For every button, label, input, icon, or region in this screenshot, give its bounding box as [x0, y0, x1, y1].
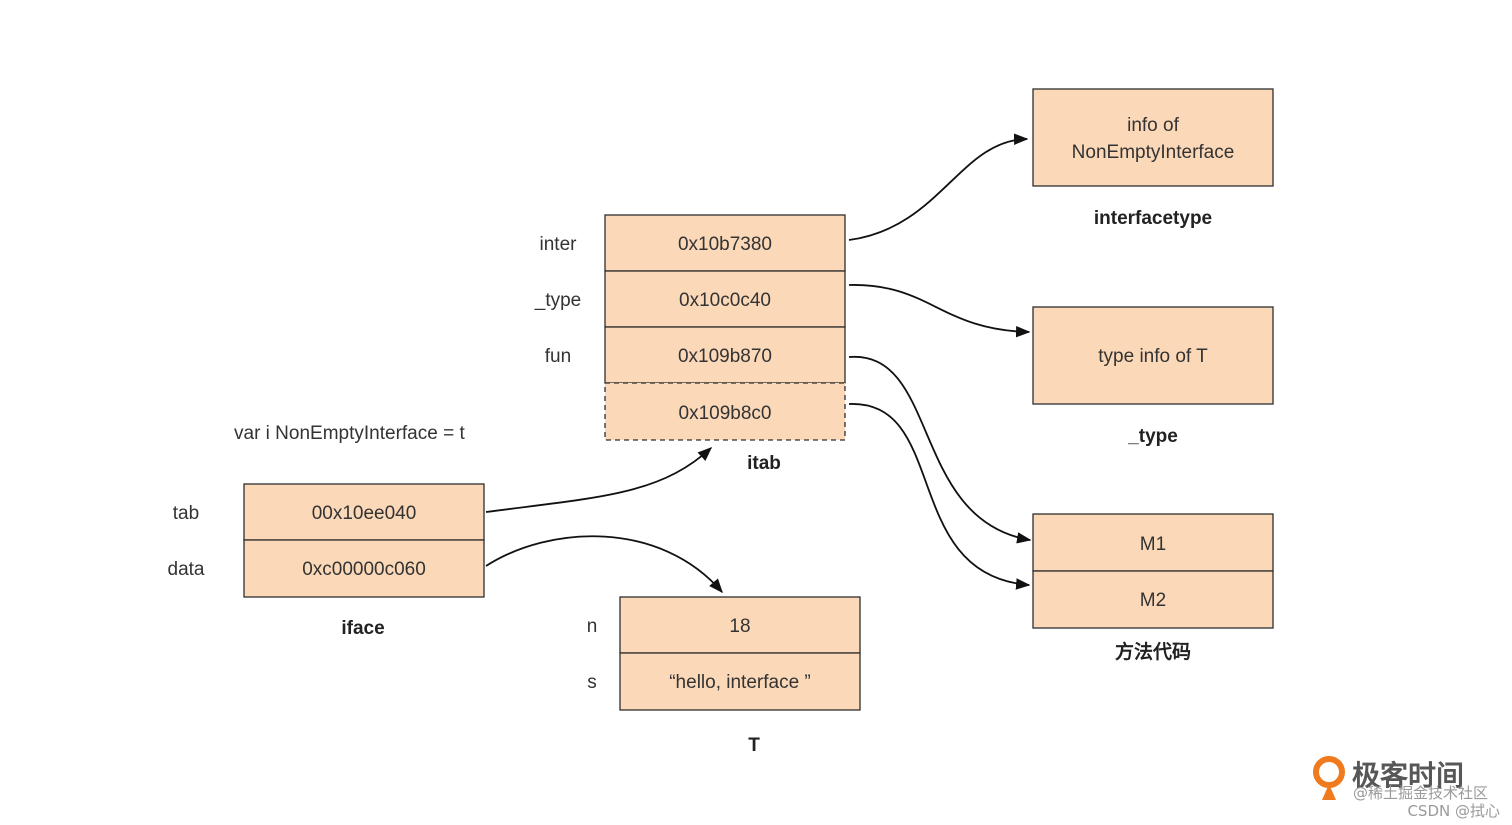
type-info-text: type info of T	[1098, 346, 1208, 367]
t-label-n: n	[587, 616, 598, 637]
interfacetype-caption: interfacetype	[1094, 208, 1212, 229]
itab-cell-type	[604, 270, 846, 328]
t-label-s: s	[587, 672, 597, 693]
iface-value-tab: 00x10ee040	[312, 503, 417, 524]
iface-label-data: data	[168, 559, 205, 580]
itab-value-type: 0x10c0c40	[679, 290, 771, 311]
type-info-box	[1032, 306, 1274, 405]
itab-label-type: _type	[534, 290, 581, 311]
t-value-n: 18	[729, 616, 750, 637]
watermark: 极客时间 @稀土掘金技术社区 CSDN @拭心	[1313, 756, 1500, 820]
iface-struct: 00x10ee040 0xc00000c060 tab data iface	[168, 483, 485, 639]
method-cell-m1	[1032, 513, 1274, 572]
methods-struct: M1 M2 方法代码	[1032, 513, 1274, 663]
itab-label-inter: inter	[540, 234, 578, 255]
iface-value-data: 0xc00000c060	[302, 559, 426, 580]
watermark-csdn: CSDN @拭心	[1407, 802, 1500, 820]
t-cell-n	[619, 596, 861, 654]
itab-label-fun: fun	[545, 346, 571, 367]
watermark-community: @稀土掘金技术社区	[1353, 784, 1488, 802]
itab-cell-inter	[604, 214, 846, 272]
method-cell-m2	[1032, 570, 1274, 629]
itab-struct: 0x10b7380 0x10c0c40 0x109b870 0x109b8c0 …	[534, 214, 846, 474]
arrow-fun-to-m1	[848, 356, 1032, 544]
t-cell-s	[619, 652, 861, 711]
itab-cell-fun	[604, 326, 846, 384]
brand-logo-icon	[1313, 756, 1345, 800]
interfacetype-line-2: NonEmptyInterface	[1072, 142, 1235, 163]
itab-cell-fun-extra	[604, 382, 846, 441]
iface-cell-data	[243, 539, 485, 598]
iface-cell-tab	[243, 483, 485, 541]
itab-value-inter: 0x10b7380	[678, 234, 772, 255]
arrow-type-to-typeinfo	[848, 284, 1031, 338]
arrow-tab-to-itab	[485, 447, 713, 513]
itab-value-fun-extra: 0x109b8c0	[679, 403, 772, 424]
pointer-arrows	[485, 133, 1032, 594]
interfacetype-box	[1032, 88, 1274, 187]
t-value-s: “hello, interface ”	[669, 672, 811, 693]
arrow-fun-extra-to-m2	[848, 403, 1031, 590]
t-struct: 18 “hello, interface ” n s T	[587, 596, 861, 756]
interfacetype-line-1: info of	[1127, 115, 1179, 136]
methods-caption: 方法代码	[1115, 640, 1191, 663]
t-caption: T	[748, 735, 760, 756]
assignment-statement: var i NonEmptyInterface = t	[234, 423, 465, 444]
method-value-m1: M1	[1140, 534, 1166, 555]
type-info-struct: type info of T _type	[1032, 306, 1274, 447]
arrow-inter-to-interfacetype	[848, 133, 1029, 241]
itab-caption: itab	[747, 453, 781, 474]
itab-value-fun: 0x109b870	[678, 346, 772, 367]
interfacetype-struct: info of NonEmptyInterface interfacetype	[1032, 88, 1274, 229]
method-value-m2: M2	[1140, 590, 1166, 611]
watermark-brand: 极客时间	[1352, 759, 1464, 792]
arrow-data-to-t	[485, 535, 723, 594]
iface-caption: iface	[341, 618, 384, 639]
type-info-caption: _type	[1127, 426, 1178, 447]
iface-label-tab: tab	[173, 503, 199, 524]
